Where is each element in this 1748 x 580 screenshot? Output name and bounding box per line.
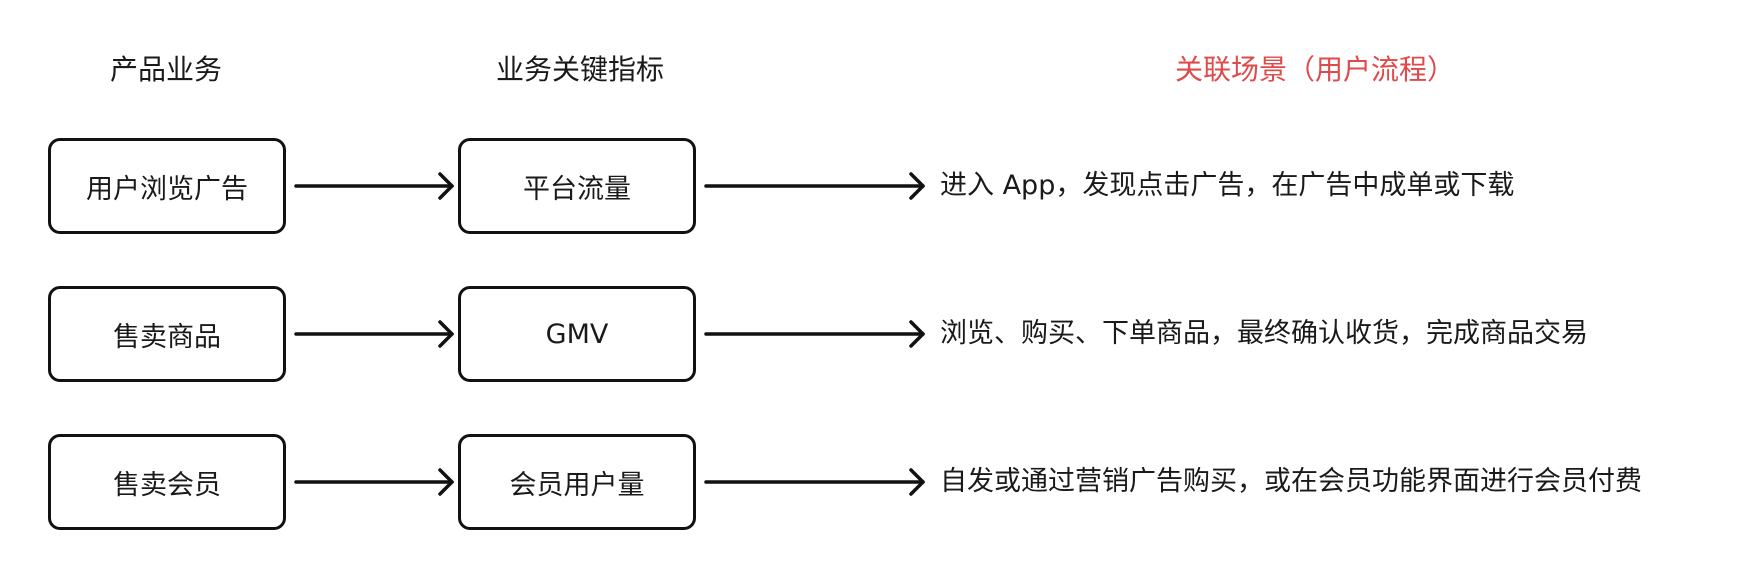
arrow-metric-to-scenario-3 bbox=[704, 468, 925, 496]
arrow-business-to-metric-3 bbox=[294, 468, 454, 496]
arrow-metric-to-scenario-1 bbox=[704, 172, 925, 200]
business-box-membership: 售卖会员 bbox=[48, 434, 286, 530]
arrow-business-to-metric-2 bbox=[294, 320, 454, 348]
scenario-text-ads: 进入 App，发现点击广告，在广告中成单或下载 bbox=[940, 170, 1515, 201]
header-scenario: 关联场景（用户流程） bbox=[1175, 53, 1456, 86]
scenario-text-membership: 自发或通过营销广告购买，或在会员功能界面进行会员付费 bbox=[940, 466, 1642, 497]
arrow-metric-to-scenario-2 bbox=[704, 320, 925, 348]
metric-box-members: 会员用户量 bbox=[458, 434, 696, 530]
scenario-text-goods: 浏览、购买、下单商品，最终确认收货，完成商品交易 bbox=[940, 318, 1588, 349]
header-product-business: 产品业务 bbox=[110, 53, 223, 86]
metric-box-gmv: GMV bbox=[458, 286, 696, 382]
business-box-ads: 用户浏览广告 bbox=[48, 138, 286, 234]
metric-box-traffic: 平台流量 bbox=[458, 138, 696, 234]
arrow-business-to-metric-1 bbox=[294, 172, 454, 200]
header-key-metric: 业务关键指标 bbox=[495, 53, 664, 86]
business-box-goods: 售卖商品 bbox=[48, 286, 286, 382]
